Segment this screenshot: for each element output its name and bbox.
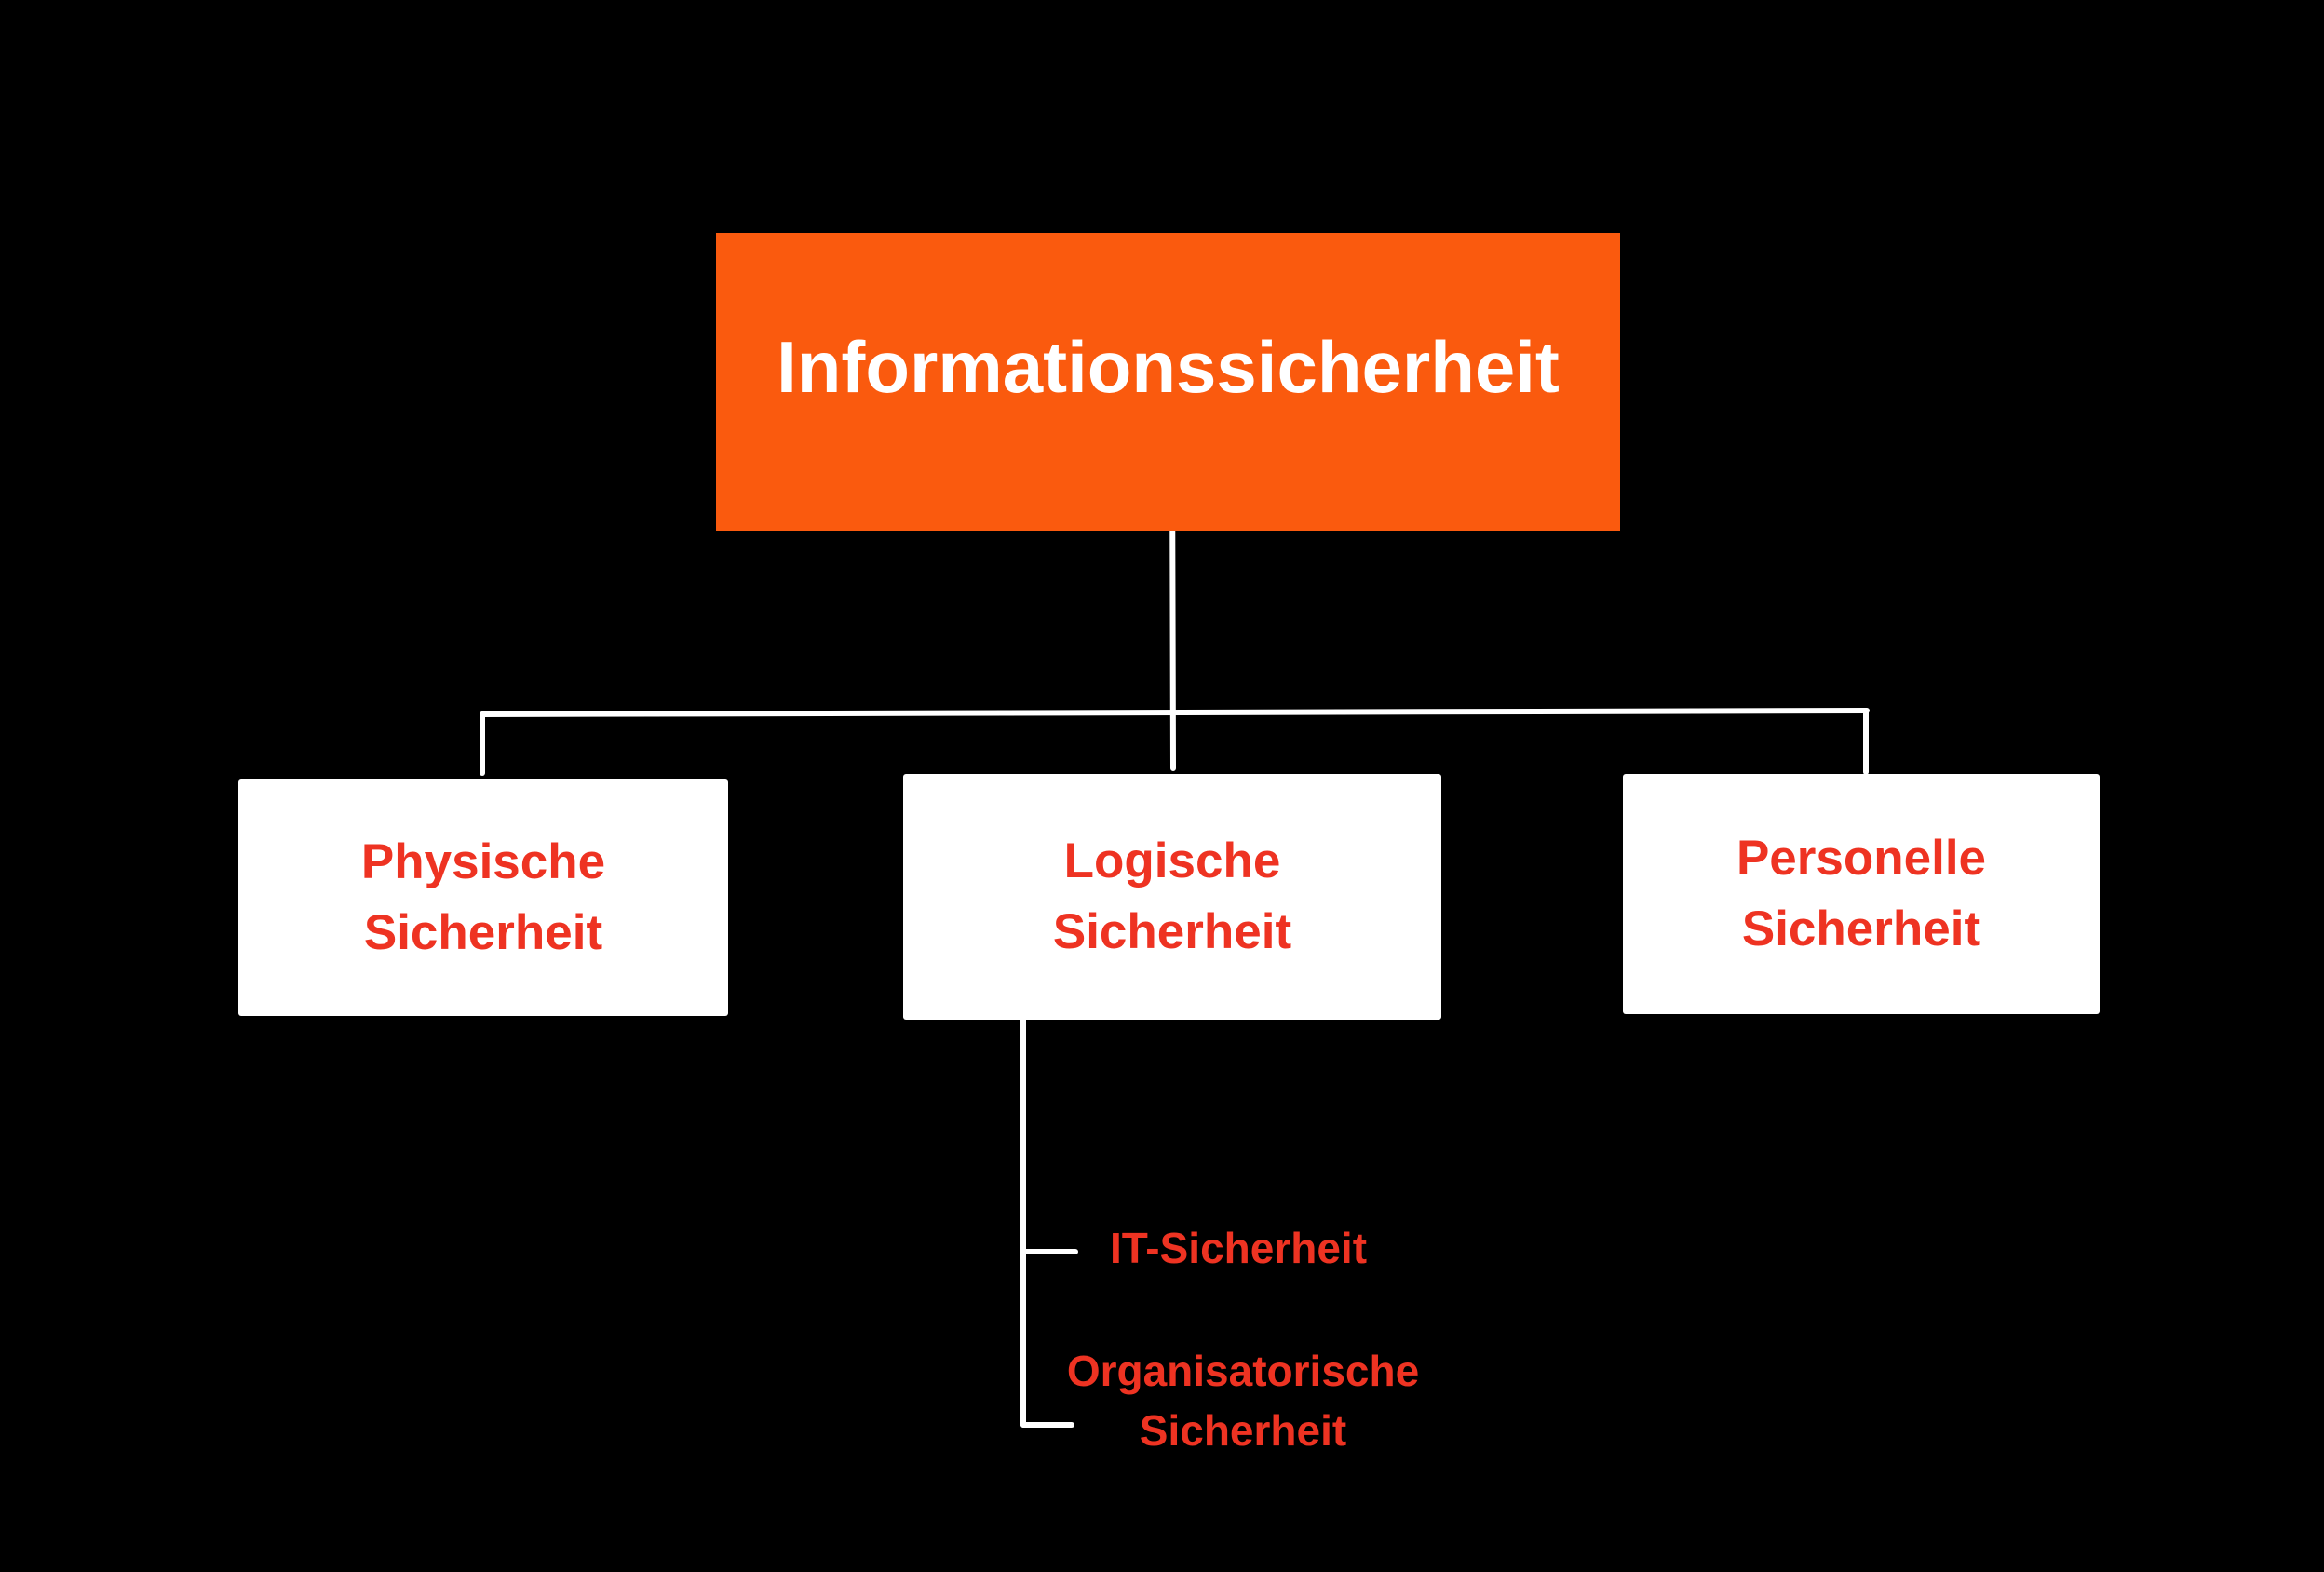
child-node-label-line2: Sicherheit xyxy=(1741,901,1981,956)
child-node-label: Physische Sicherheit xyxy=(361,827,605,969)
subitem-label-line1: IT-Sicherheit xyxy=(1109,1224,1368,1272)
child-node-logische-sicherheit: Logische Sicherheit xyxy=(903,774,1441,1020)
child-node-personelle-sicherheit: Personelle Sicherheit xyxy=(1623,774,2100,1014)
subitem-it-sicherheit: IT-Sicherheit xyxy=(1080,1218,1397,1278)
connector-horizontal-bus xyxy=(480,708,1870,717)
child-node-label-line1: Physische xyxy=(360,834,606,889)
child-node-label-line1: Logische xyxy=(1063,833,1281,888)
root-node-label: Informationssicherheit xyxy=(777,325,1560,408)
subitem-label-line1: Organisatorische xyxy=(1066,1347,1420,1395)
child-node-label: Logische Sicherheit xyxy=(1053,826,1291,968)
child-node-label: Personelle Sicherheit xyxy=(1736,823,1986,965)
child-node-label-line1: Personelle xyxy=(1736,831,1987,886)
child-node-physische-sicherheit: Physische Sicherheit xyxy=(238,779,728,1016)
child-node-label-line2: Sicherheit xyxy=(363,905,603,960)
subitem-organisatorische-sicherheit: Organisatorische Sicherheit xyxy=(1034,1341,1452,1460)
subitem-label-line2: Sicherheit xyxy=(1139,1406,1347,1455)
root-node-informationssicherheit: Informationssicherheit xyxy=(716,233,1620,531)
child-node-label-line2: Sicherheit xyxy=(1052,904,1292,959)
